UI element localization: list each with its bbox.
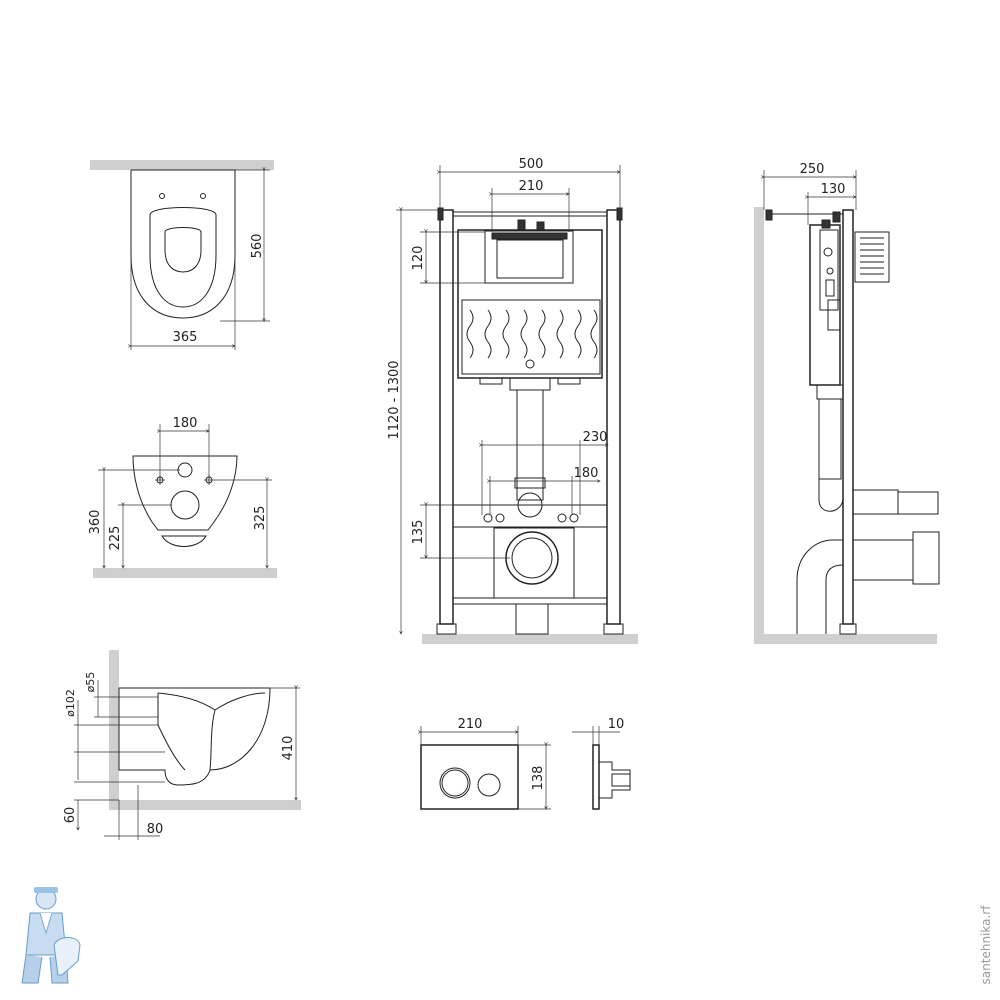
bowl-top-view: 560 365 xyxy=(90,160,274,350)
bowl-front-outline xyxy=(132,455,238,531)
dim-135: 135 xyxy=(411,520,426,545)
dim-560: 560 xyxy=(250,234,265,259)
flush-button-side-plate xyxy=(592,744,600,810)
flush-pipe-side xyxy=(818,398,842,480)
dim-130: 130 xyxy=(821,182,846,197)
dim-230: 230 xyxy=(583,430,608,445)
dim-360: 360 xyxy=(88,510,103,535)
bowl-side-outline xyxy=(118,687,271,786)
dim-500: 500 xyxy=(519,157,544,172)
dim-250: 250 xyxy=(800,162,825,177)
floor-hatch xyxy=(422,634,638,644)
dim-225: 225 xyxy=(108,526,123,551)
dim-410: 410 xyxy=(281,736,296,761)
flush-button-plate xyxy=(420,744,519,810)
bowl-side-inner xyxy=(157,692,266,711)
dim-210-button: 210 xyxy=(458,717,483,732)
inlet-hole xyxy=(177,462,193,478)
cistern-service-opening xyxy=(484,230,574,284)
floor-hatch xyxy=(119,800,301,810)
frame-upright-left xyxy=(439,209,454,625)
dim-60: 60 xyxy=(63,807,78,824)
mount-hole xyxy=(159,193,165,199)
dim-120: 120 xyxy=(411,246,426,271)
dim-d55: ø55 xyxy=(84,672,97,693)
bowl-side-trap xyxy=(157,693,186,771)
frame-side-view: 250 130 xyxy=(754,162,940,644)
dim-180: 180 xyxy=(173,416,198,431)
bowl-outline xyxy=(130,169,236,319)
bowl-side-view: ø55 ø102 60 410 80 xyxy=(63,650,301,840)
drain-connector xyxy=(912,531,940,585)
bowl-front-base xyxy=(161,535,207,547)
flush-button-large xyxy=(439,767,471,799)
flush-button-side-view: 10 xyxy=(572,717,631,810)
frame-side-upright xyxy=(842,209,854,625)
frame-crossbar xyxy=(452,504,608,528)
flush-button-front-view: 210 138 xyxy=(420,717,551,810)
button-box xyxy=(854,231,890,283)
bowl-opening xyxy=(164,227,202,273)
wall-hatch xyxy=(109,650,119,810)
wall-hatch xyxy=(90,160,274,170)
dim-1120-1300: 1120 - 1300 xyxy=(387,360,402,439)
outlet-hole xyxy=(170,490,200,520)
dim-180-frame: 180 xyxy=(574,466,599,481)
frame-upright-right xyxy=(606,209,621,625)
floor-hatch xyxy=(754,634,937,644)
mount-hole xyxy=(200,193,206,199)
dim-10: 10 xyxy=(608,717,625,732)
cistern-ribbed-panel xyxy=(461,299,601,375)
dim-138: 138 xyxy=(531,766,546,791)
drain-outlet xyxy=(505,531,559,585)
bowl-side-trap xyxy=(209,709,216,771)
dim-80: 80 xyxy=(147,822,164,837)
dim-d102: ø102 xyxy=(64,689,77,717)
frame-front-view: 500 210 1120 - 1300 120 230 180 135 xyxy=(387,157,638,644)
dim-365: 365 xyxy=(173,330,198,345)
wall-hatch xyxy=(754,207,764,644)
cistern xyxy=(457,229,603,379)
watermark: santehnika.rf xyxy=(979,905,993,985)
floor-hatch xyxy=(93,568,277,578)
bowl-rim xyxy=(149,207,217,308)
bowl-front-view: 180 360 225 325 xyxy=(88,416,277,578)
flush-button-small xyxy=(477,773,501,797)
plumber-mascot-logo xyxy=(21,887,81,984)
dim-210-frame: 210 xyxy=(519,179,544,194)
dim-325: 325 xyxy=(253,506,268,531)
